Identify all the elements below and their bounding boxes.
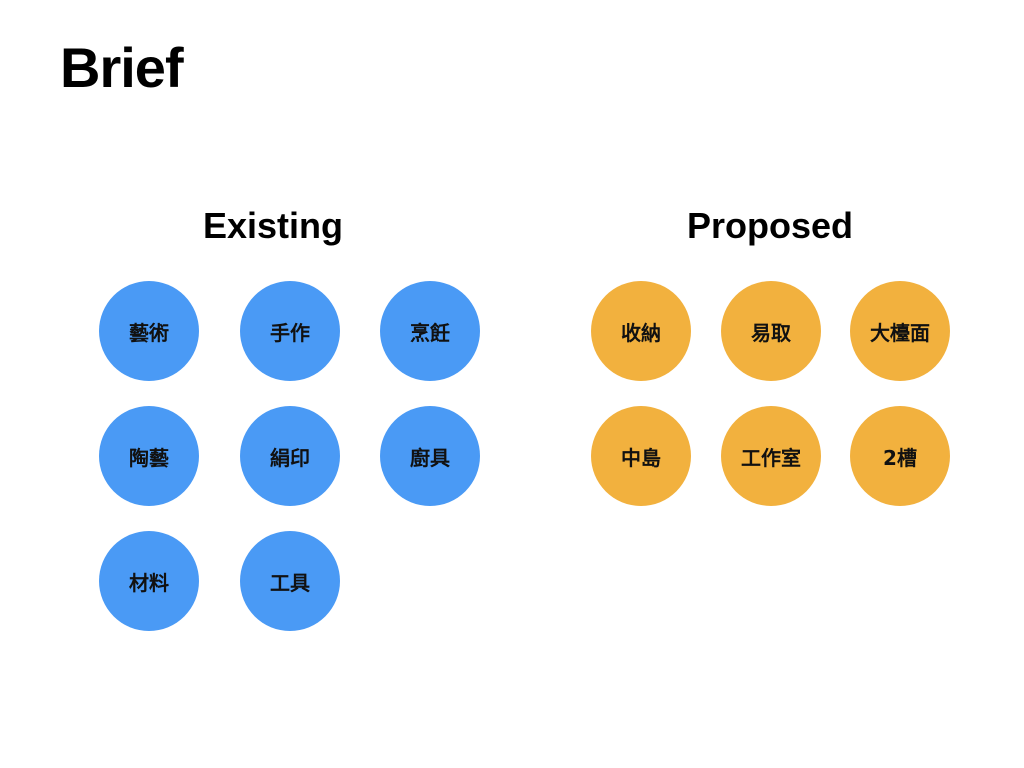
proposed-item: 收納 (591, 281, 691, 381)
proposed-item: 工作室 (721, 406, 821, 506)
proposed-item: 2槽 (850, 406, 950, 506)
proposed-heading: Proposed (686, 205, 854, 246)
existing-item: 絹印 (240, 406, 340, 506)
slide-title: Brief (60, 36, 184, 99)
proposed-item: 中島 (591, 406, 691, 506)
existing-item: 廚具 (380, 406, 480, 506)
existing-item: 烹飪 (380, 281, 480, 381)
existing-heading: Existing (202, 205, 344, 246)
existing-item: 工具 (240, 531, 340, 631)
existing-item: 陶藝 (99, 406, 199, 506)
existing-item: 手作 (240, 281, 340, 381)
proposed-item: 大檯面 (850, 281, 950, 381)
existing-item: 藝術 (99, 281, 199, 381)
proposed-item: 易取 (721, 281, 821, 381)
existing-item: 材料 (99, 531, 199, 631)
